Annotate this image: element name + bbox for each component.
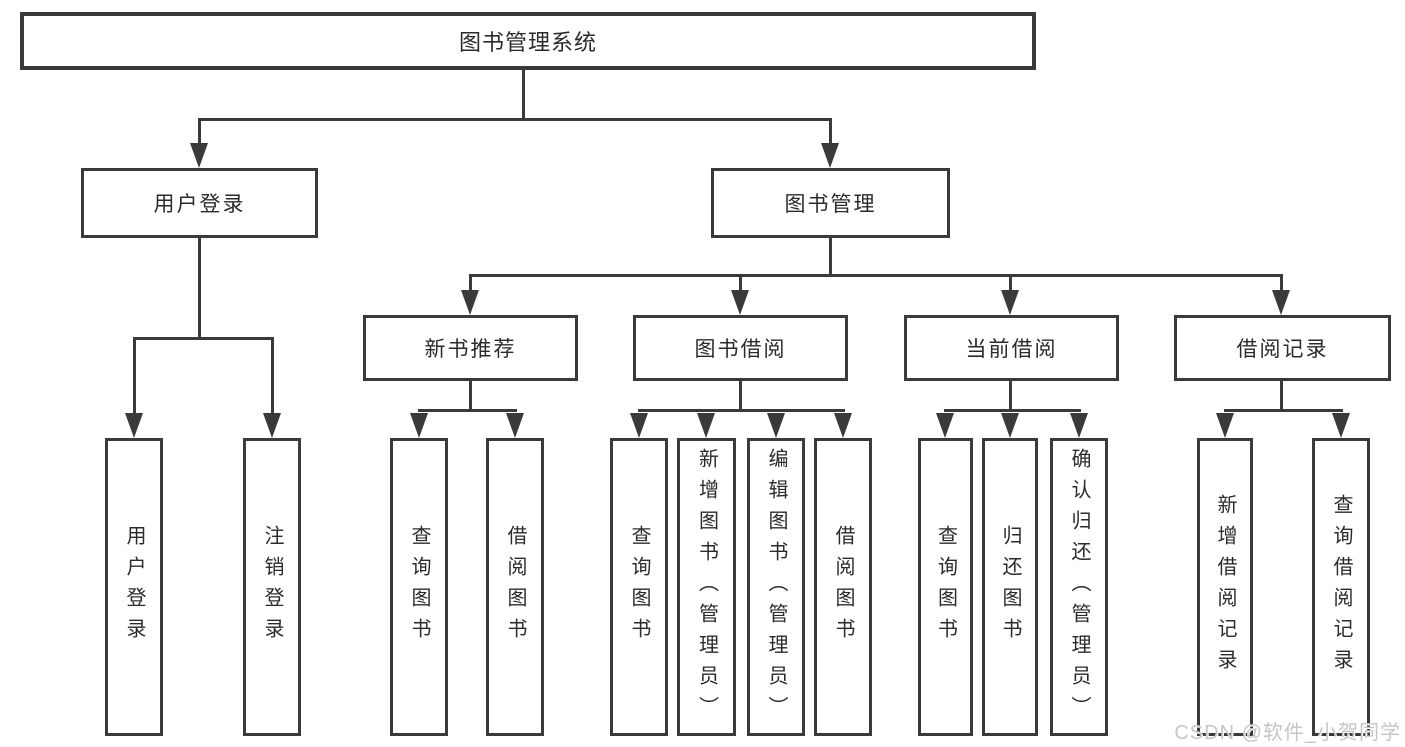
connector-arrowhead <box>1001 413 1019 438</box>
connector-line <box>1224 409 1343 412</box>
leaf-confirm-return-admin: 确认归还（管理员） <box>1050 438 1108 736</box>
connector-line <box>469 274 472 292</box>
connector-arrowhead <box>767 413 785 438</box>
connector-line <box>198 118 832 121</box>
connector-arrowhead <box>834 413 852 438</box>
connector-line <box>829 238 832 277</box>
node-new-book-recommend: 新书推荐 <box>363 315 578 381</box>
leaf-borrow-books-recommend: 借阅图书 <box>486 438 544 736</box>
connector-arrowhead <box>1272 290 1290 315</box>
leaf-borrow-books-borrowing: 借阅图书 <box>814 438 872 736</box>
leaf-add-book-admin: 新增图书（管理员） <box>677 438 736 736</box>
connector-arrowhead <box>263 413 281 438</box>
connector-line <box>133 337 136 415</box>
connector-line <box>1280 274 1283 292</box>
leaf-edit-book-admin: 编辑图书（管理员） <box>747 438 805 736</box>
connector-line <box>739 381 742 411</box>
connector-arrowhead <box>190 143 208 168</box>
leaf-query-books-recommend: 查询图书 <box>390 438 448 736</box>
connector-arrowhead <box>125 413 143 438</box>
leaf-query-books-current: 查询图书 <box>918 438 973 736</box>
csdn-watermark: CSDN @软件_小贺同学 <box>1174 722 1401 744</box>
leaf-logout: 注销登录 <box>243 438 301 736</box>
node-user-login: 用户登录 <box>81 168 318 238</box>
connector-line <box>418 409 517 412</box>
leaf-user-login: 用户登录 <box>105 438 163 736</box>
connector-line <box>638 409 845 412</box>
connector-arrowhead <box>1332 413 1350 438</box>
node-current-borrowing: 当前借阅 <box>904 315 1119 381</box>
connector-line <box>271 337 274 415</box>
connector-line <box>198 238 201 340</box>
node-book-management: 图书管理 <box>711 168 950 238</box>
connector-arrowhead <box>1216 413 1234 438</box>
node-book-borrowing: 图书借阅 <box>633 315 848 381</box>
connector-line <box>944 409 1081 412</box>
connector-arrowhead <box>630 413 648 438</box>
connector-line <box>522 70 525 120</box>
connector-line <box>1009 274 1012 292</box>
leaf-add-borrow-record: 新增借阅记录 <box>1197 438 1253 736</box>
connector-line <box>1280 381 1283 411</box>
connector-arrowhead <box>410 413 428 438</box>
connector-arrowhead <box>697 413 715 438</box>
leaf-query-borrow-record: 查询借阅记录 <box>1312 438 1370 736</box>
connector-line <box>1009 381 1012 411</box>
connector-line <box>469 381 472 411</box>
connector-arrowhead <box>1001 290 1019 315</box>
connector-arrowhead <box>936 413 954 438</box>
leaf-query-books-borrowing: 查询图书 <box>610 438 668 736</box>
connector-arrowhead <box>506 413 524 438</box>
connector-arrowhead <box>461 290 479 315</box>
connector-line <box>829 118 832 148</box>
connector-line <box>469 274 1282 277</box>
connector-arrowhead <box>1070 413 1088 438</box>
connector-arrowhead <box>731 290 749 315</box>
connector-line <box>198 118 201 148</box>
connector-line <box>739 274 742 292</box>
leaf-return-book: 归还图书 <box>982 438 1038 736</box>
node-borrowing-records: 借阅记录 <box>1174 315 1391 381</box>
connector-line <box>133 337 273 340</box>
connector-arrowhead <box>821 143 839 168</box>
node-library-system: 图书管理系统 <box>20 12 1036 70</box>
